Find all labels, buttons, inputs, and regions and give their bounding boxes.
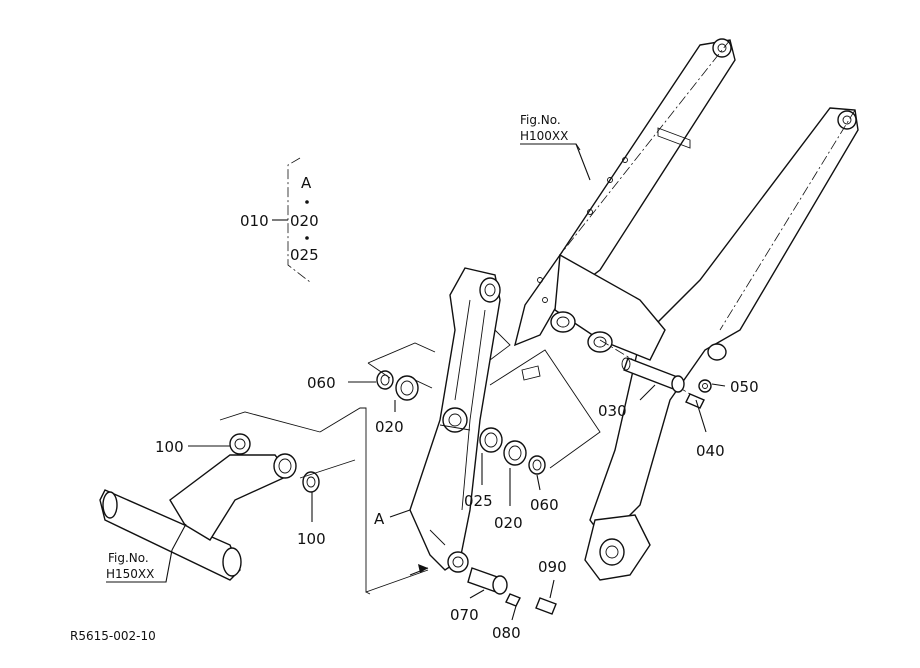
bolt-040 [685, 379, 712, 409]
part-label-060-right: 060 [530, 496, 559, 514]
part-label-100-bottom: 100 [297, 530, 326, 548]
fig-ref-top-line2: H100XX [520, 129, 568, 143]
group-child-2: 025 [290, 246, 319, 264]
fig-ref-bottom-line2: H150XX [106, 567, 154, 581]
loader-boom [513, 38, 859, 581]
pin-030 [621, 357, 685, 393]
callout-letter-a: A [374, 510, 385, 528]
link-arm [409, 267, 511, 573]
fig-ref-top-line1: Fig.No. [520, 113, 561, 127]
leader-lines [106, 143, 726, 621]
group-bracket-010 [272, 157, 311, 283]
alignment-guides [219, 342, 601, 595]
part-label-020-right: 020 [494, 514, 523, 532]
bushing-set-middle [376, 370, 546, 475]
part-label-040: 040 [696, 442, 725, 460]
part-label-030: 030 [598, 402, 627, 420]
pin-070 [467, 567, 557, 615]
fig-ref-bottom-line1: Fig.No. [108, 551, 149, 565]
bucket-link [99, 433, 320, 581]
group-parent-number: 010 [240, 212, 269, 230]
group-letter: A [301, 174, 312, 192]
part-label-050: 050 [730, 378, 759, 396]
part-label-025: 025 [464, 492, 493, 510]
part-label-070: 070 [450, 606, 479, 624]
part-label-090: 090 [538, 558, 567, 576]
part-label-060-left: 060 [307, 374, 336, 392]
part-label-080: 080 [492, 624, 521, 642]
group-child-1: 020 [290, 212, 319, 230]
drawing-code: R5615-002-10 [70, 629, 156, 643]
part-label-020-left: 020 [375, 418, 404, 436]
part-label-100-left: 100 [155, 438, 184, 456]
